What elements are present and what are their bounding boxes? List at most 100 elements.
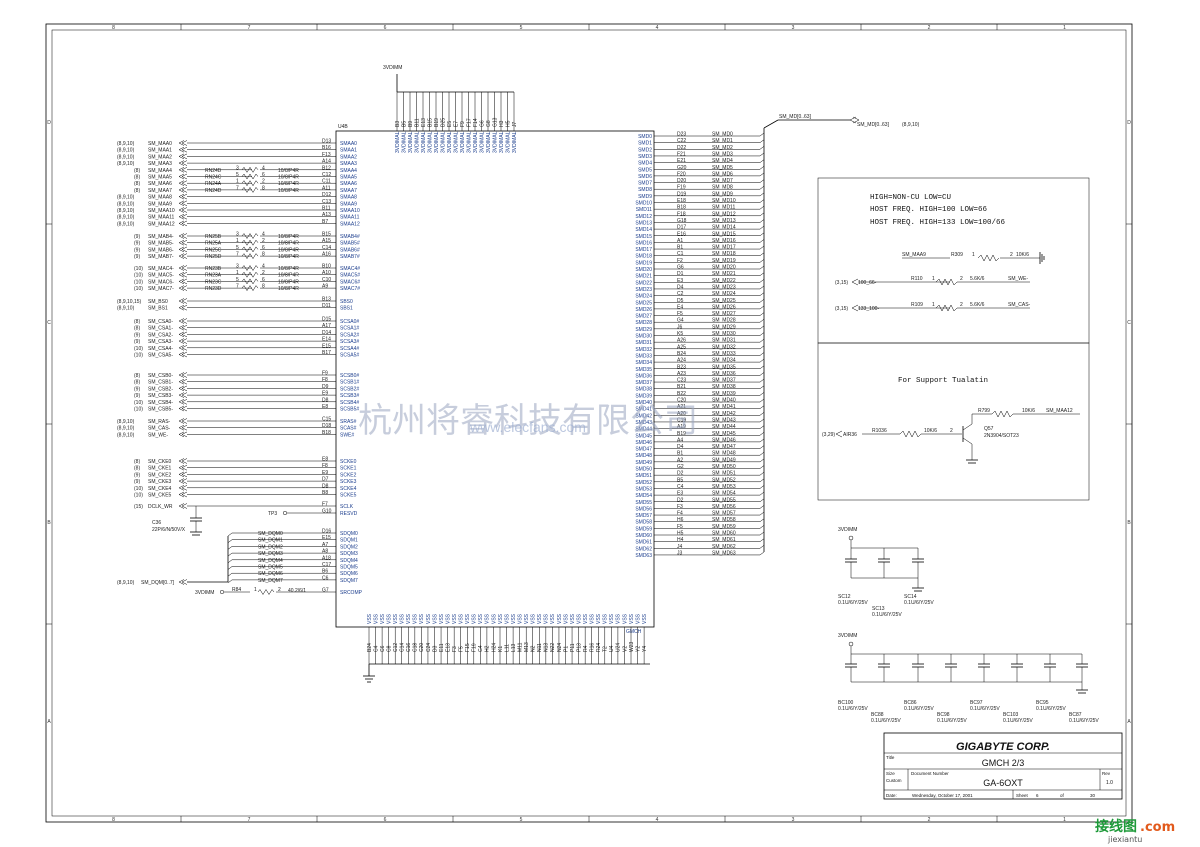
bottom-pin-name: VSS bbox=[413, 613, 419, 624]
signal-port: SCSA2# bbox=[340, 332, 359, 338]
signal-net: SM_CSA2- bbox=[148, 332, 173, 338]
signal-pin: D8 bbox=[322, 397, 329, 403]
bottom-pin-number: N13 bbox=[544, 643, 550, 652]
signal-net: SM_CSB0- bbox=[148, 373, 173, 379]
md-pin: F5 bbox=[677, 524, 683, 530]
md-pin: D20 bbox=[677, 178, 686, 184]
md-net: SM_MD41 bbox=[712, 404, 736, 410]
md-pin: E4 bbox=[677, 304, 683, 310]
signal-pin: A15 bbox=[322, 238, 331, 244]
md-pin: A24 bbox=[677, 358, 686, 364]
md-port: SMD1 bbox=[638, 141, 652, 147]
bottom-pin-name: VSS bbox=[616, 613, 622, 624]
top-pin-name: 3VDIMAL bbox=[401, 131, 407, 153]
signal-port: SMAA7 bbox=[340, 188, 357, 194]
md-pin: D1 bbox=[677, 271, 684, 277]
md-port: SMD37 bbox=[635, 380, 652, 386]
cap-value: 0.1U/6/Y/25V bbox=[970, 706, 1000, 712]
md-pin: D5 bbox=[677, 298, 684, 304]
md-port: SMD25 bbox=[635, 300, 652, 306]
signal-net: SM_MAA8 bbox=[148, 195, 172, 201]
signal-ref: (8) bbox=[134, 459, 140, 465]
rn-pin-a: 1 bbox=[236, 179, 239, 185]
signal-pin: B17 bbox=[322, 350, 331, 356]
srcomp-res: R84 bbox=[232, 587, 241, 593]
signal-port: SCSB1# bbox=[340, 380, 359, 386]
md-port: SMD31 bbox=[635, 340, 652, 346]
signal-net: SM_CSA4- bbox=[148, 346, 173, 352]
rn-ref: RN24B bbox=[205, 168, 222, 174]
bottom-pin-name: VSS bbox=[629, 613, 635, 624]
signal-ref: (9) bbox=[134, 254, 140, 260]
bottom-pin-number: Y2 bbox=[635, 646, 641, 652]
dqm-pin: D16 bbox=[322, 529, 331, 535]
bottom-pin-number: V2 bbox=[622, 646, 628, 652]
border-col-bottom: 4 bbox=[656, 817, 659, 823]
rn-pin-a: 5 bbox=[236, 172, 239, 178]
rn-pin-a: 5 bbox=[236, 277, 239, 283]
signal-ref: (10) bbox=[134, 266, 143, 272]
md-net: SM_MD6 bbox=[712, 171, 733, 177]
signal-pin: C10 bbox=[322, 277, 331, 283]
md-pin: E3 bbox=[677, 278, 683, 284]
bottom-pin-name: VSS bbox=[367, 613, 373, 624]
decoupling-caps-2: 3VDIMM BC1000.1U/6/Y/25VBC880.1U/6/Y/25V… bbox=[838, 633, 1099, 724]
signal-port: SMAA9 bbox=[340, 201, 357, 207]
bottom-pin-name: VSS bbox=[445, 613, 451, 624]
signal-port: SRAS# bbox=[340, 419, 357, 425]
md-net: SM_MD37 bbox=[712, 378, 736, 384]
md-port: SMD12 bbox=[635, 214, 652, 220]
signal-net: SM_RAS- bbox=[148, 419, 171, 425]
md-port: SMD47 bbox=[635, 447, 652, 453]
sheet-value: 6 bbox=[1036, 793, 1039, 798]
top-pin-number: B19 bbox=[434, 118, 440, 127]
md-pin: E18 bbox=[677, 198, 686, 204]
signal-ref: (8) bbox=[134, 181, 140, 187]
signal-net: SM_MAA3 bbox=[148, 161, 172, 167]
signal-ref: (8,9,10) bbox=[117, 195, 135, 201]
md-pin: E21 bbox=[677, 158, 686, 164]
watermark-text: 杭州将睿科技有限公司 bbox=[358, 401, 698, 441]
signal-ref: (8) bbox=[134, 466, 140, 472]
r309-net: SM_MAA9 bbox=[902, 252, 926, 258]
border-row-right: D bbox=[1127, 120, 1131, 126]
signal-pin: E15 bbox=[322, 343, 331, 349]
md-pin: D22 bbox=[677, 145, 686, 151]
md-net: SM_MD13 bbox=[712, 218, 736, 224]
signal-port: SCSA0# bbox=[340, 319, 359, 325]
signal-net: SM_MAA0 bbox=[148, 141, 172, 147]
tualatin-note-box: For Support Tualatin R799 10K/6 SM_MAA12… bbox=[817, 342, 1090, 501]
cap-value: 0.1U/6/Y/25V bbox=[872, 612, 902, 618]
signal-port: SCSB5# bbox=[340, 407, 359, 413]
md-net: SM_MD14 bbox=[712, 225, 736, 231]
md-net: SM_MD24 bbox=[712, 291, 736, 297]
md-pin: C2 bbox=[677, 291, 684, 297]
md-port: SMD5 bbox=[638, 167, 652, 173]
md-port: SMD21 bbox=[635, 274, 652, 280]
signal-net: SM_MAA11 bbox=[148, 215, 175, 221]
dqm-port: SDQM3 bbox=[340, 551, 358, 557]
bottom-pin-name: VSS bbox=[531, 613, 537, 624]
bottom-pin-number: C20 bbox=[419, 643, 425, 652]
md-net: SM_MD44 bbox=[712, 424, 736, 430]
top-pin-number: B3 bbox=[395, 121, 401, 127]
top-pin-number: G6 bbox=[479, 120, 485, 127]
bottom-pin-name: VSS bbox=[452, 613, 458, 624]
md-pin: G4 bbox=[677, 318, 684, 324]
rn-ref: RN25D bbox=[205, 254, 222, 260]
dqm-port: SDQM5 bbox=[340, 565, 358, 571]
q-ref: Q57 bbox=[984, 426, 994, 432]
md-net: SM_MD54 bbox=[712, 491, 736, 497]
rn-value: 10/8/P4R bbox=[278, 175, 299, 181]
md-net: SM_MD23 bbox=[712, 284, 736, 290]
border-col-top: 6 bbox=[384, 25, 387, 31]
bottom-pin-name: VSS bbox=[400, 613, 406, 624]
md-pin: F20 bbox=[677, 171, 686, 177]
border-col-top: 2 bbox=[928, 25, 931, 31]
md-net: SM_MD28 bbox=[712, 318, 736, 324]
signal-port: SCKE0 bbox=[340, 459, 357, 465]
signal-pin: A14 bbox=[322, 159, 331, 165]
bottom-pin-number: C16 bbox=[406, 643, 412, 652]
bottom-pin-name: VSS bbox=[583, 613, 589, 624]
top-pin-number: G13 bbox=[492, 117, 498, 127]
